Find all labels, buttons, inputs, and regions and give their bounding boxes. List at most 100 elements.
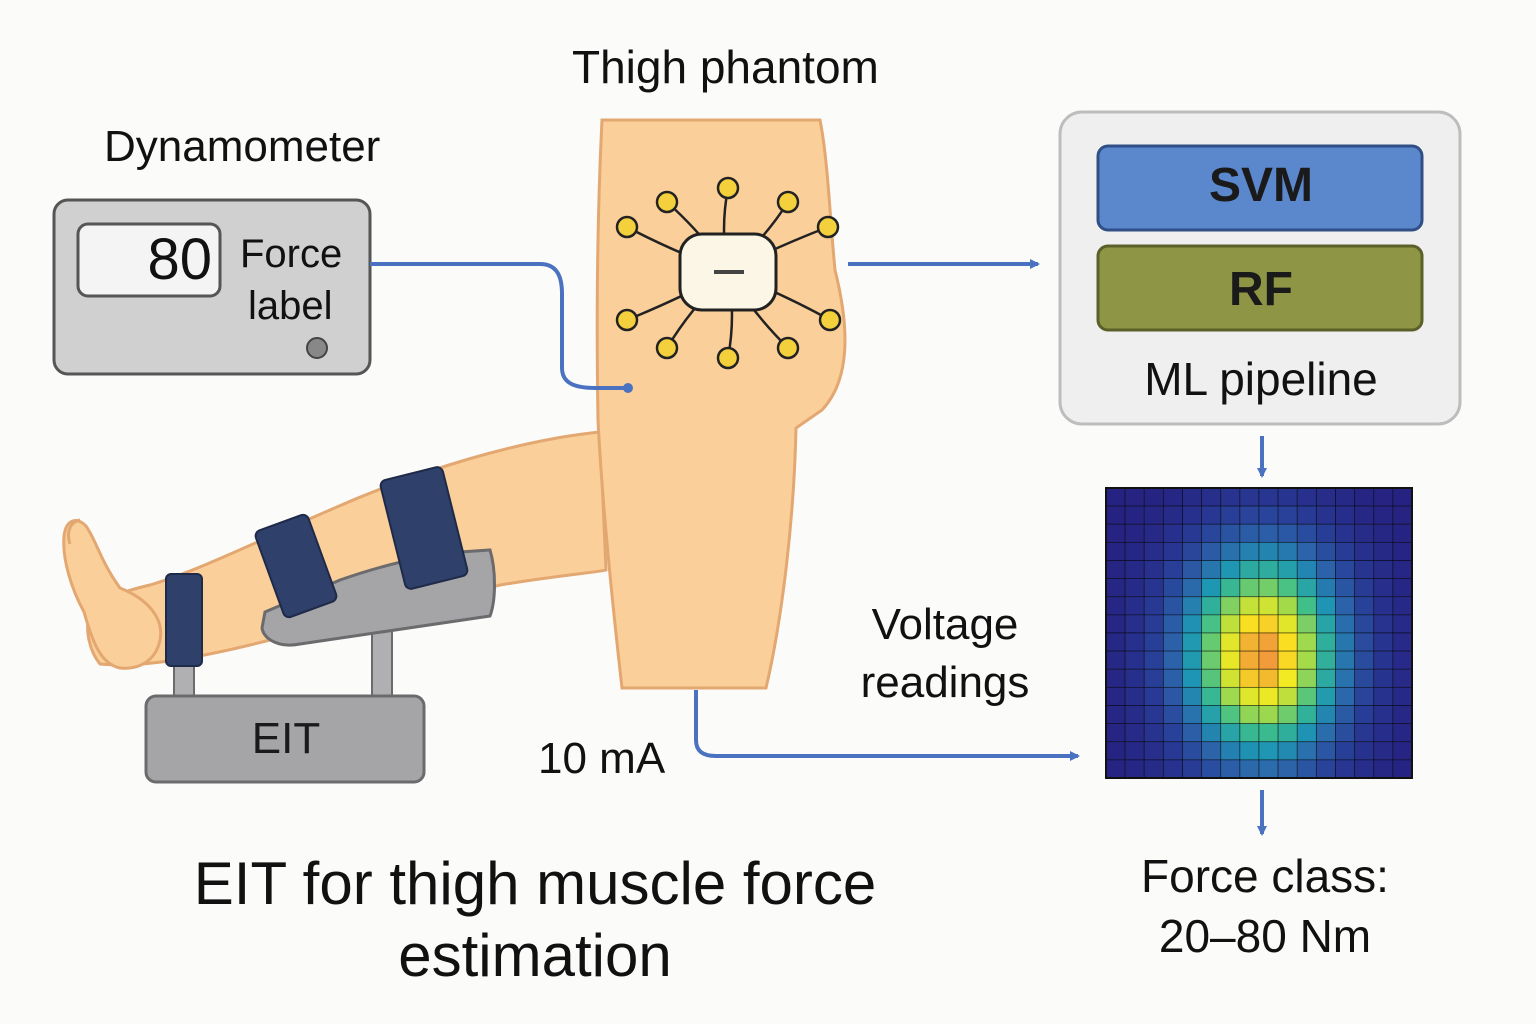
svm-label: SVM xyxy=(1208,159,1313,212)
heatmap-cell xyxy=(1315,596,1336,616)
heatmap-cell xyxy=(1239,505,1260,525)
heatmap-cell xyxy=(1373,741,1394,761)
heatmap-cell xyxy=(1315,487,1336,507)
heatmap-cell xyxy=(1162,614,1183,634)
heatmap-cell xyxy=(1201,505,1222,525)
heatmap-cell xyxy=(1354,723,1375,743)
heatmap-cell xyxy=(1354,487,1375,507)
heatmap-cell xyxy=(1258,723,1279,743)
heatmap-cell xyxy=(1143,632,1164,652)
heatmap-cell xyxy=(1296,723,1317,743)
heatmap-cell xyxy=(1182,614,1203,634)
heatmap-cell xyxy=(1105,723,1126,743)
heatmap-cell xyxy=(1143,541,1164,561)
heatmap-cell xyxy=(1239,632,1260,652)
heatmap-cell xyxy=(1239,650,1260,670)
heatmap-cell xyxy=(1315,560,1336,580)
heatmap-cell xyxy=(1315,650,1336,670)
heatmap-cell xyxy=(1182,741,1203,761)
heatmap-cell xyxy=(1220,705,1241,725)
heatmap-cell xyxy=(1296,741,1317,761)
heatmap-cell xyxy=(1162,632,1183,652)
heatmap-cell xyxy=(1277,759,1298,779)
heatmap-cell xyxy=(1201,614,1222,634)
heatmap-cell xyxy=(1124,505,1145,525)
heatmap-cell xyxy=(1105,686,1126,706)
heatmap-cell xyxy=(1162,759,1183,779)
heatmap-cell xyxy=(1277,632,1298,652)
heatmap-cell xyxy=(1143,523,1164,543)
electrode xyxy=(615,215,639,239)
heatmap-cell xyxy=(1201,650,1222,670)
heatmap-cell xyxy=(1392,505,1413,525)
heatmap-cell xyxy=(1335,632,1356,652)
heatmap-cell xyxy=(1258,578,1279,598)
heatmap-cell xyxy=(1335,741,1356,761)
heatmap-cell xyxy=(1296,614,1317,634)
heatmap-cell xyxy=(1354,560,1375,580)
heatmap-cell xyxy=(1182,632,1203,652)
heatmap-cell xyxy=(1162,650,1183,670)
heatmap-cell xyxy=(1239,596,1260,616)
toe xyxy=(66,518,81,545)
dynamometer-reading: 80 xyxy=(147,227,212,292)
heatmap-cell xyxy=(1105,632,1126,652)
heatmap-cell xyxy=(1124,578,1145,598)
heatmap-cell xyxy=(1392,541,1413,561)
heatmap-cell xyxy=(1143,560,1164,580)
heatmap-cell xyxy=(1296,523,1317,543)
heatmap-cell xyxy=(1277,668,1298,688)
heatmap-cell xyxy=(1220,650,1241,670)
diagram-title: EIT for thigh muscle force estimation xyxy=(193,850,877,989)
heatmap-cell xyxy=(1124,632,1145,652)
voltage-readings-label: Voltage readings xyxy=(860,600,1030,707)
heatmap-cell xyxy=(1201,541,1222,561)
force-class-label: Force class: 20–80 Nm xyxy=(1141,850,1389,962)
strap-shin xyxy=(254,513,338,619)
heatmap-cell xyxy=(1392,523,1413,543)
heatmap-cell xyxy=(1392,560,1413,580)
heatmap-cell xyxy=(1354,686,1375,706)
heatmap-cell xyxy=(1335,541,1356,561)
heatmap-cell xyxy=(1239,705,1260,725)
heatmap-cell xyxy=(1105,668,1126,688)
heatmap-cell xyxy=(1258,487,1279,507)
heatmap-cell xyxy=(1335,487,1356,507)
heatmap-cell xyxy=(1258,541,1279,561)
heatmap-cell xyxy=(1258,650,1279,670)
heatmap-cell xyxy=(1335,668,1356,688)
heatmap-cell xyxy=(1143,759,1164,779)
heatmap-cell xyxy=(1201,723,1222,743)
rf-label: RF xyxy=(1229,263,1293,316)
heatmap-cell xyxy=(1373,650,1394,670)
thigh-phantom-label: Thigh phantom xyxy=(572,41,879,93)
heatmap-cell xyxy=(1315,759,1336,779)
heatmap-cell xyxy=(1277,596,1298,616)
heatmap-cell xyxy=(1296,541,1317,561)
heatmap-cell xyxy=(1124,686,1145,706)
heatmap-cell xyxy=(1105,541,1126,561)
heatmap-cell xyxy=(1277,560,1298,580)
heatmap-cell xyxy=(1392,686,1413,706)
heatmap-cell xyxy=(1124,614,1145,634)
heatmap-cell xyxy=(1162,541,1183,561)
current-label: 10 mA xyxy=(538,734,666,783)
heatmap-cell xyxy=(1220,686,1241,706)
heatmap-cell xyxy=(1220,614,1241,634)
heatmap-cell xyxy=(1239,686,1260,706)
heatmap-cell xyxy=(1124,596,1145,616)
heatmap-cell xyxy=(1392,705,1413,725)
heatmap-cell xyxy=(1373,523,1394,543)
dynamometer-label: Dynamometer xyxy=(104,122,381,171)
heatmap-cell xyxy=(1296,668,1317,688)
heatmap-cell xyxy=(1143,505,1164,525)
heatmap-cell xyxy=(1162,686,1183,706)
heatmap-cell xyxy=(1277,505,1298,525)
heatmap-cell xyxy=(1220,541,1241,561)
heatmap-cell xyxy=(1335,560,1356,580)
thigh-phantom xyxy=(595,118,847,690)
heatmap-cell xyxy=(1258,505,1279,525)
heatmap-cell xyxy=(1182,541,1203,561)
heatmap-cell xyxy=(1162,723,1183,743)
